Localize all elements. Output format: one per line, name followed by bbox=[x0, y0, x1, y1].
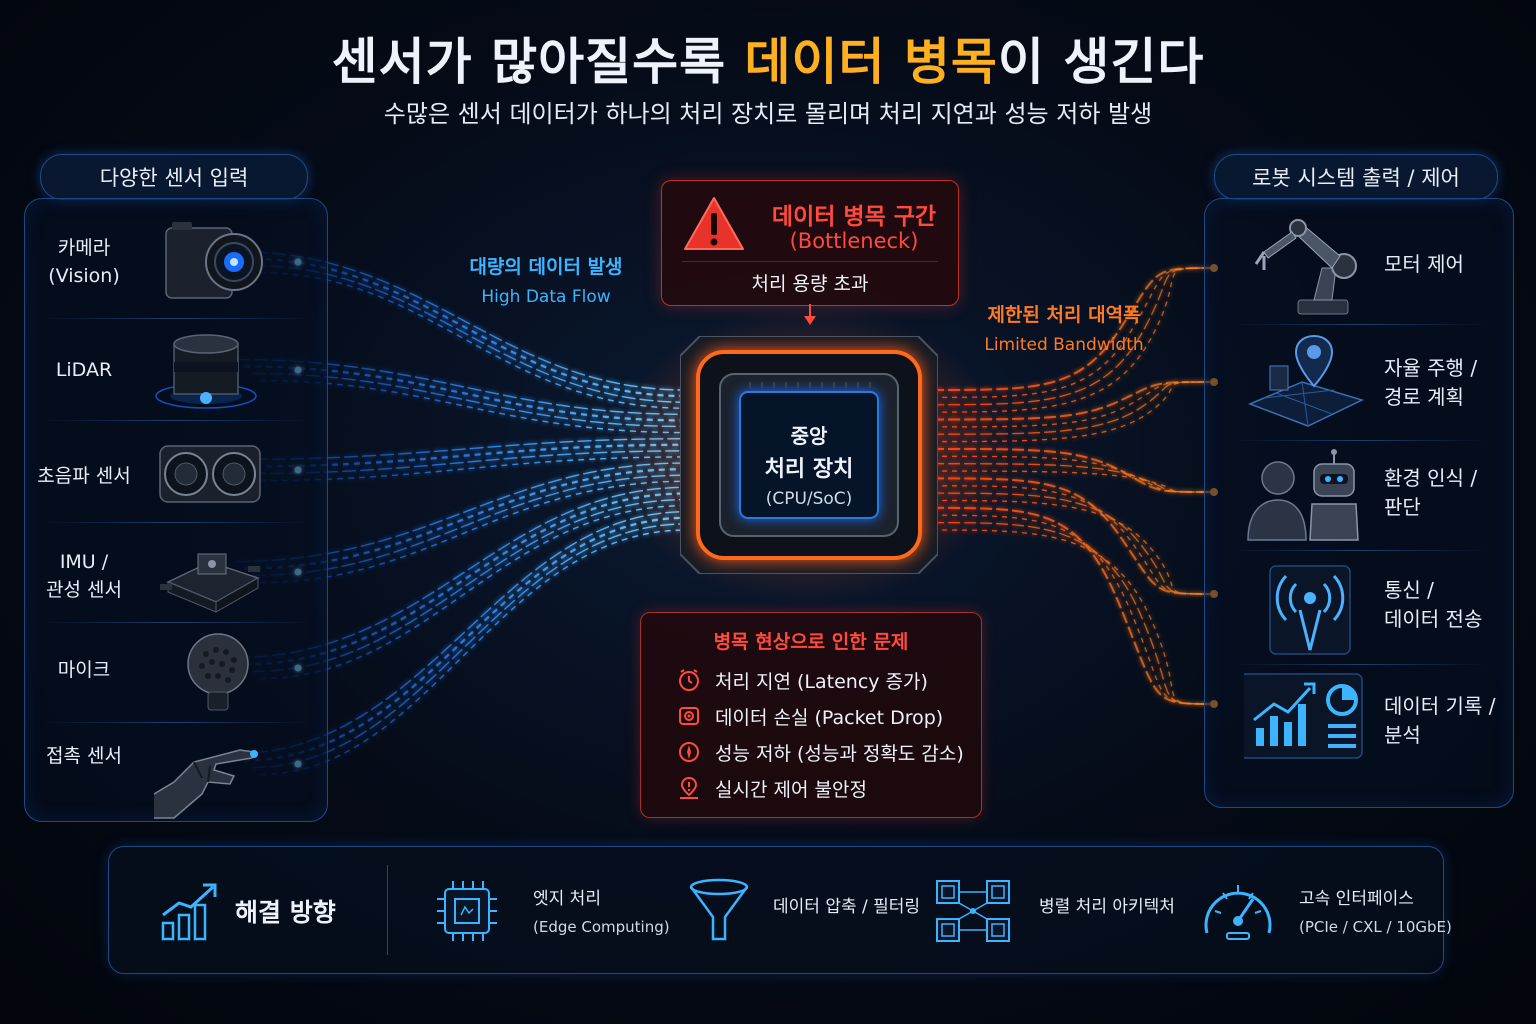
sensor-lidar: LiDAR bbox=[26, 320, 326, 420]
ultrasonic-sensor-icon bbox=[159, 445, 261, 503]
solution-edge: 엣지 처리(Edge Computing) bbox=[427, 847, 677, 973]
input-flow-line bbox=[259, 271, 687, 409]
sensor-panel bbox=[24, 198, 328, 822]
output-flow-line bbox=[931, 267, 1215, 399]
output-flow-line bbox=[931, 463, 1215, 493]
solution-title: 해결 방향 bbox=[109, 847, 387, 973]
output-flow-line bbox=[931, 470, 1215, 493]
solutions-bar: 해결 방향 엣지 처리(Edge Computing) 데이터 압축 / 필터링 bbox=[108, 846, 1452, 974]
output-flow-line bbox=[931, 381, 1215, 421]
clock-icon bbox=[679, 669, 699, 691]
funnel-icon bbox=[689, 878, 749, 941]
lidar-icon bbox=[155, 334, 257, 409]
edge-chip-icon bbox=[437, 881, 497, 941]
problem-realtime: 실시간 제어 불안정 bbox=[677, 773, 867, 803]
problem-latency: 처리 지연 (Latency 증가) bbox=[677, 665, 928, 695]
input-flow-line bbox=[251, 474, 687, 577]
output-flow-line bbox=[931, 514, 1215, 705]
sensor-imu: IMU /관성 센서 bbox=[26, 526, 326, 626]
bottleneck-alert: 데이터 병목 구간 (Bottleneck) 처리 용량 초과 bbox=[661, 180, 959, 306]
output-flow-line bbox=[931, 529, 1215, 705]
output-flow-line bbox=[931, 267, 1215, 413]
sensor-touch: 접촉 센서 bbox=[26, 722, 326, 822]
robot-hand-icon bbox=[154, 749, 258, 819]
sensor-microphone: 마이크 bbox=[26, 624, 326, 724]
robot-arm-icon bbox=[1254, 219, 1357, 315]
problems-box: 병목 현상으로 인한 문제 처리 지연 (Latency 증가) 데이터 손실 … bbox=[640, 612, 982, 818]
bottleneck-pointer-icon bbox=[804, 304, 816, 325]
input-flow-label: 대량의 데이터 발생 High Data Flow bbox=[469, 256, 623, 307]
output-analytics: 데이터 기록 /분석 bbox=[1206, 664, 1510, 774]
input-flow-line bbox=[251, 498, 687, 673]
cpu-chip-icon bbox=[679, 335, 939, 575]
output-flow-line bbox=[931, 381, 1215, 443]
limited-bandwidth-label: 제한된 처리 대역폭 Limited Bandwidth bbox=[984, 304, 1144, 355]
output-flow-line bbox=[931, 499, 1215, 595]
output-flow-line bbox=[931, 267, 1215, 391]
antenna-icon bbox=[1269, 565, 1351, 655]
human-robot-icon bbox=[1247, 449, 1359, 541]
output-motor: 모터 제어 bbox=[1206, 212, 1510, 322]
microphone-icon bbox=[187, 633, 249, 711]
output-flow-line bbox=[931, 521, 1215, 705]
sensor-ultrasonic: 초음파 센서 bbox=[26, 424, 326, 524]
output-perception: 환경 인식 /판단 bbox=[1206, 440, 1510, 550]
output-header: 로봇 시스템 출력 / 제어 bbox=[1214, 154, 1498, 200]
data-loss-icon bbox=[679, 707, 699, 725]
central-processor: 중앙 처리 장치 (CPU/SoC) bbox=[679, 335, 939, 575]
solution-parallel: 병렬 처리 아키텍처 bbox=[931, 847, 1181, 973]
sensor-camera: 카메라(Vision) bbox=[26, 214, 326, 314]
solution-interface: 고속 인터페이스(PCIe / CXL / 10GbE) bbox=[1199, 847, 1452, 973]
sensor-input-header: 다양한 센서 입력 bbox=[40, 154, 308, 200]
problem-performance: 성능 저하 (성능과 정확도 감소) bbox=[677, 737, 964, 767]
input-flow-line bbox=[243, 516, 687, 762]
analytics-icon bbox=[1244, 673, 1363, 759]
growth-chart-icon bbox=[161, 883, 217, 941]
input-flow-line bbox=[243, 492, 687, 666]
output-flow-line bbox=[931, 506, 1215, 705]
parallel-chips-icon bbox=[936, 880, 1010, 942]
input-flow-line bbox=[251, 523, 687, 769]
map-pin-icon bbox=[1247, 334, 1365, 427]
imu-icon bbox=[160, 553, 260, 613]
output-flow-line bbox=[931, 267, 1215, 406]
output-navigation: 자율 주행 /경로 계획 bbox=[1206, 330, 1510, 440]
warning-triangle-icon bbox=[684, 197, 744, 250]
speedometer-icon bbox=[1204, 885, 1272, 940]
output-flow-line bbox=[931, 485, 1215, 595]
warning-pin-icon bbox=[680, 776, 698, 799]
input-flow-line bbox=[259, 480, 687, 584]
page-subtitle: 수많은 센서 데이터가 하나의 처리 장치로 몰리며 처리 지연과 성능 저하 … bbox=[383, 100, 1153, 128]
page-title: 센서가 많아질수록 데이터 병목이 생긴다 bbox=[331, 33, 1205, 91]
input-flow-line bbox=[259, 379, 687, 434]
output-flow-line bbox=[931, 492, 1215, 595]
solution-compression: 데이터 압축 / 필터링 bbox=[687, 847, 927, 973]
camera-icon bbox=[165, 222, 263, 299]
problem-packet-drop: 데이터 손실 (Packet Drop) bbox=[677, 701, 943, 731]
performance-drop-icon bbox=[679, 742, 699, 762]
input-flow-line bbox=[251, 264, 687, 403]
output-communication: 통신 /데이터 전송 bbox=[1206, 552, 1510, 662]
